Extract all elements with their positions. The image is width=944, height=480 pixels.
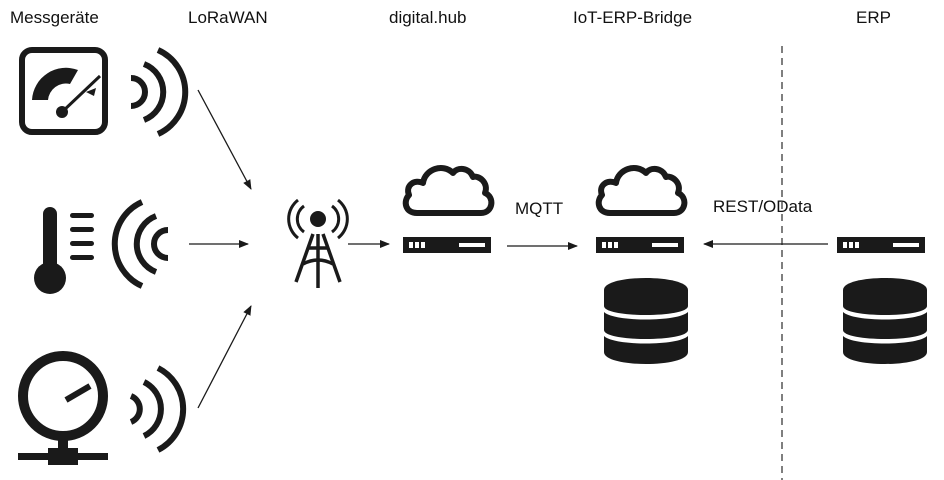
column-header-erp: ERP <box>856 8 891 27</box>
hub-cloud-icon <box>406 168 492 213</box>
lorawan-gateway-icon <box>287 198 349 288</box>
thermometer-icon <box>34 207 94 294</box>
signal-waves-icon <box>130 47 189 137</box>
protocol-label-mqtt: MQTT <box>515 199 564 218</box>
pressure-gauge-icon <box>18 351 108 465</box>
speedometer-icon <box>19 47 108 135</box>
arrow-pressure-to-gateway <box>197 305 252 409</box>
arrow-speedometer-to-gateway <box>197 89 252 190</box>
signal-waves-icon <box>129 365 187 453</box>
signal-waves-icon <box>111 199 169 289</box>
bridge-cloud-icon <box>599 168 685 213</box>
column-header-hub: digital.hub <box>389 8 467 27</box>
column-header-lorawan: LoRaWAN <box>188 8 268 27</box>
hub-server-icon <box>403 237 491 253</box>
erp-database-icon <box>843 278 927 364</box>
bridge-database-icon <box>604 278 688 364</box>
column-header-devices: Messgeräte <box>10 8 99 27</box>
erp-server-icon <box>837 237 925 253</box>
bridge-server-icon <box>596 237 684 253</box>
protocol-label-rest-odata: REST/OData <box>713 197 813 216</box>
column-header-bridge: IoT-ERP-Bridge <box>573 8 693 27</box>
